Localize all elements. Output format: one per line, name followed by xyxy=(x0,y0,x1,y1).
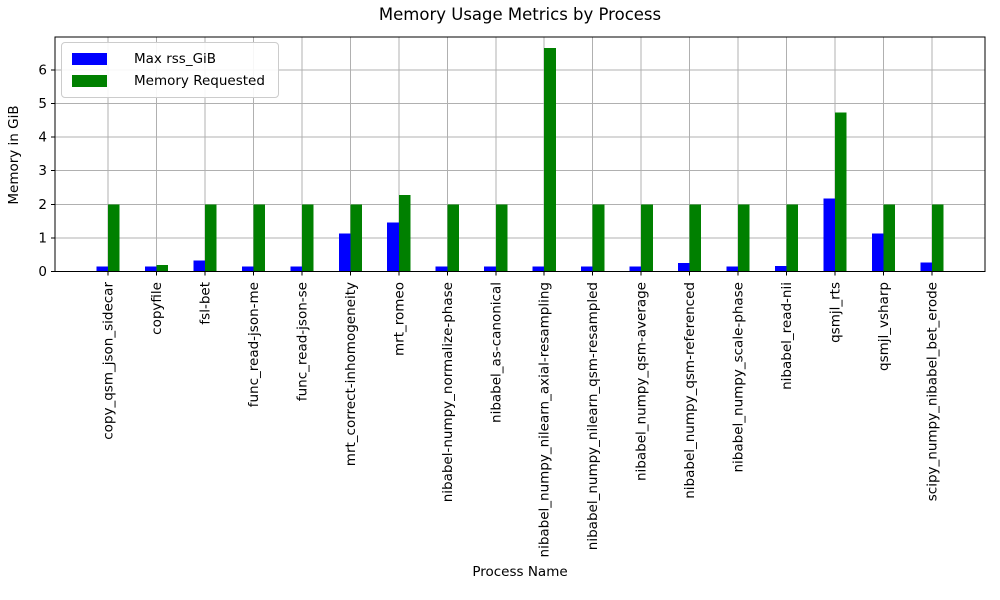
x-tick-label: func_read-json-me xyxy=(246,282,262,407)
bar-memory-requested xyxy=(641,204,653,272)
y-tick-label: 2 xyxy=(38,197,47,213)
bar-memory-requested xyxy=(447,204,459,272)
bar-max-rss-gib xyxy=(435,266,448,272)
x-tick-label: nibabel_numpy_qsm-referenced xyxy=(682,282,698,499)
bar-memory-requested xyxy=(253,204,266,272)
x-tick-label: copy_qsm_json_sidecar xyxy=(101,282,117,440)
bar-max-rss-gib xyxy=(532,266,545,272)
bar-memory-requested xyxy=(495,204,508,272)
x-tick-label: qsmjl_rts xyxy=(828,282,844,343)
y-tick-label: 4 xyxy=(38,130,47,146)
bar-max-rss-gib xyxy=(387,222,399,272)
bar-memory-requested xyxy=(932,204,944,272)
legend-label-max-rss: Max rss_GiB xyxy=(134,51,217,67)
x-tick-label: func_read-json-se xyxy=(294,282,310,401)
y-tick-label: 6 xyxy=(38,62,47,78)
bar-memory-requested xyxy=(689,204,702,272)
bar-memory-requested xyxy=(156,264,169,272)
x-axis-label: Process Name xyxy=(472,564,568,580)
bar-memory-requested xyxy=(883,204,896,272)
x-tick-label: copyfile xyxy=(149,282,165,335)
x-tick-label: mrt_romeo xyxy=(391,282,407,356)
bar-memory-requested xyxy=(108,204,120,272)
bar-max-rss-gib xyxy=(241,266,254,272)
bar-memory-requested xyxy=(301,204,314,272)
y-tick-label: 0 xyxy=(38,264,47,280)
x-tick-label: qsmjl_vsharp xyxy=(876,282,892,371)
bar-memory-requested xyxy=(786,204,799,272)
x-tick-label: nibabel_numpy_nilearn_qsm-resampled xyxy=(585,282,601,550)
x-tick-label: scipy_numpy_nibabel_bet_erode xyxy=(925,282,941,501)
x-tick-label: nibabel-numpy_normalize-phase xyxy=(440,282,456,502)
bar-max-rss-gib xyxy=(629,266,642,272)
bar-max-rss-gib xyxy=(726,266,739,272)
bar-max-rss-gib xyxy=(920,262,932,272)
bar-max-rss-gib xyxy=(484,266,496,272)
legend-label-memory-requested: Memory Requested xyxy=(134,73,265,89)
bar-max-rss-gib xyxy=(193,260,205,272)
y-tick-label: 5 xyxy=(38,96,47,112)
legend-swatch-memory-requested xyxy=(72,74,107,88)
bar-memory-requested xyxy=(544,48,556,272)
bar-max-rss-gib xyxy=(678,262,690,272)
bar-max-rss-gib xyxy=(823,198,836,272)
bar-max-rss-gib xyxy=(774,266,787,272)
bar-memory-requested xyxy=(398,194,411,272)
x-tick-label: nibabel_numpy_qsm-average xyxy=(634,282,650,481)
bar-memory-requested xyxy=(592,204,605,272)
bar-max-rss-gib xyxy=(338,233,351,272)
chart-title: Memory Usage Metrics by Process xyxy=(378,5,662,24)
bar-memory-requested xyxy=(835,112,847,272)
bar-max-rss-gib xyxy=(144,266,157,272)
bar-memory-requested xyxy=(350,204,362,272)
x-tick-label: mrt_correct-inhomogeneity xyxy=(343,282,359,466)
legend-swatch-max-rss xyxy=(72,52,107,66)
y-tick-label: 3 xyxy=(38,163,47,179)
bar-max-rss-gib xyxy=(96,266,108,272)
bar-max-rss-gib xyxy=(290,266,302,272)
bar-max-rss-gib xyxy=(871,233,884,272)
y-tick-label: 1 xyxy=(38,230,47,246)
x-tick-label: nibabel_numpy_scale-phase xyxy=(731,282,747,473)
x-tick-label: nibabel_numpy_nilearn_axial-resampling xyxy=(537,282,553,557)
plot-border xyxy=(54,36,986,272)
x-tick-label: fsl-bet xyxy=(197,282,213,325)
bar-memory-requested xyxy=(204,204,217,272)
bar-memory-requested xyxy=(738,204,750,272)
legend-item-max-rss: Max rss_GiB xyxy=(72,49,265,69)
legend-item-memory-requested: Memory Requested xyxy=(72,71,265,91)
x-tick-label: nibabel_read-nii xyxy=(779,282,795,390)
x-tick-label: nibabel_as-canonical xyxy=(488,282,504,423)
bar-max-rss-gib xyxy=(581,266,593,272)
legend: Max rss_GiB Memory Requested xyxy=(61,42,279,98)
